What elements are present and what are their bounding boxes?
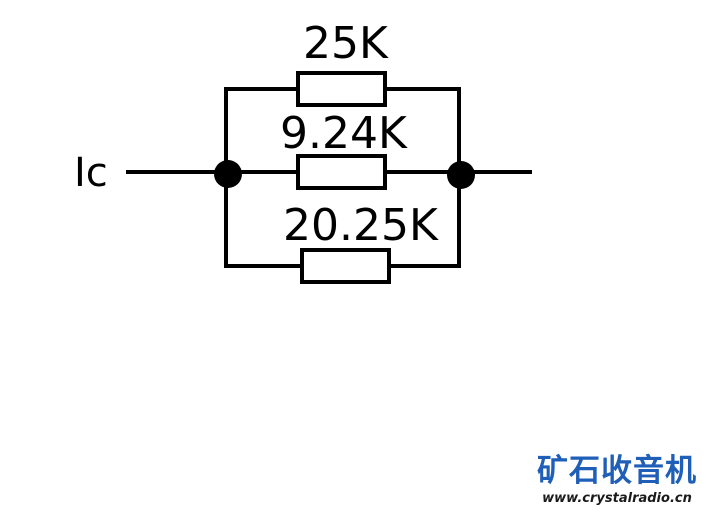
watermark-title: 矿石收音机 [537, 453, 697, 489]
resistor-9-24k [296, 154, 387, 190]
left-junction-node [214, 160, 242, 188]
resistor-20-25k [300, 248, 391, 284]
watermark-url: www.crystalradio.cn [542, 491, 692, 506]
resistor-label-9-24k: 9.24K [280, 108, 408, 159]
resistor-label-20-25k: 20.25K [283, 200, 439, 251]
resistor-25k [296, 71, 387, 107]
right-junction-node [447, 161, 475, 189]
current-label: Ic [74, 150, 108, 196]
site-watermark: 矿石收音机 www.crystalradio.cn [532, 452, 702, 508]
resistor-label-25k: 25K [303, 18, 389, 69]
